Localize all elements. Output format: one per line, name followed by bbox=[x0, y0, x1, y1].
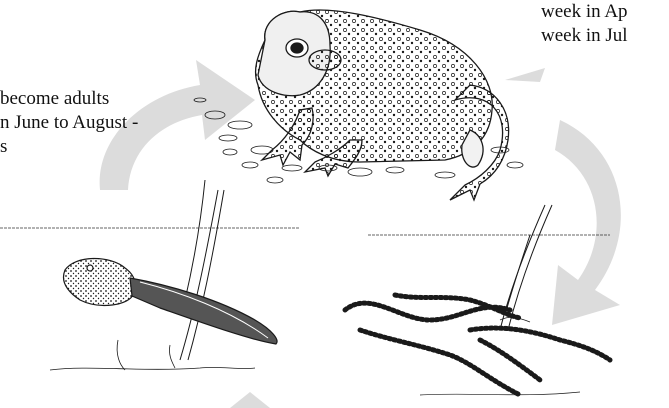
caption-right-line-1: week in Ap bbox=[541, 0, 628, 24]
caption-right-line-2: week in Jul bbox=[541, 24, 628, 48]
curved-arrow-icon-right bbox=[552, 120, 621, 325]
caption-left-line-3: s bbox=[0, 135, 138, 159]
curved-arrow-icon-upper-right-small bbox=[505, 68, 545, 82]
caption-right: week in Ap week in Jul bbox=[541, 0, 628, 48]
caption-left-line-2: n June to August - bbox=[0, 111, 138, 135]
caption-left-line-1: become adults bbox=[0, 87, 138, 111]
caption-left: become adults n June to August - s bbox=[0, 87, 138, 159]
water-surface bbox=[0, 228, 610, 235]
curved-arrow-icon-bottom bbox=[230, 392, 270, 408]
tadpole-illustration bbox=[50, 258, 277, 370]
